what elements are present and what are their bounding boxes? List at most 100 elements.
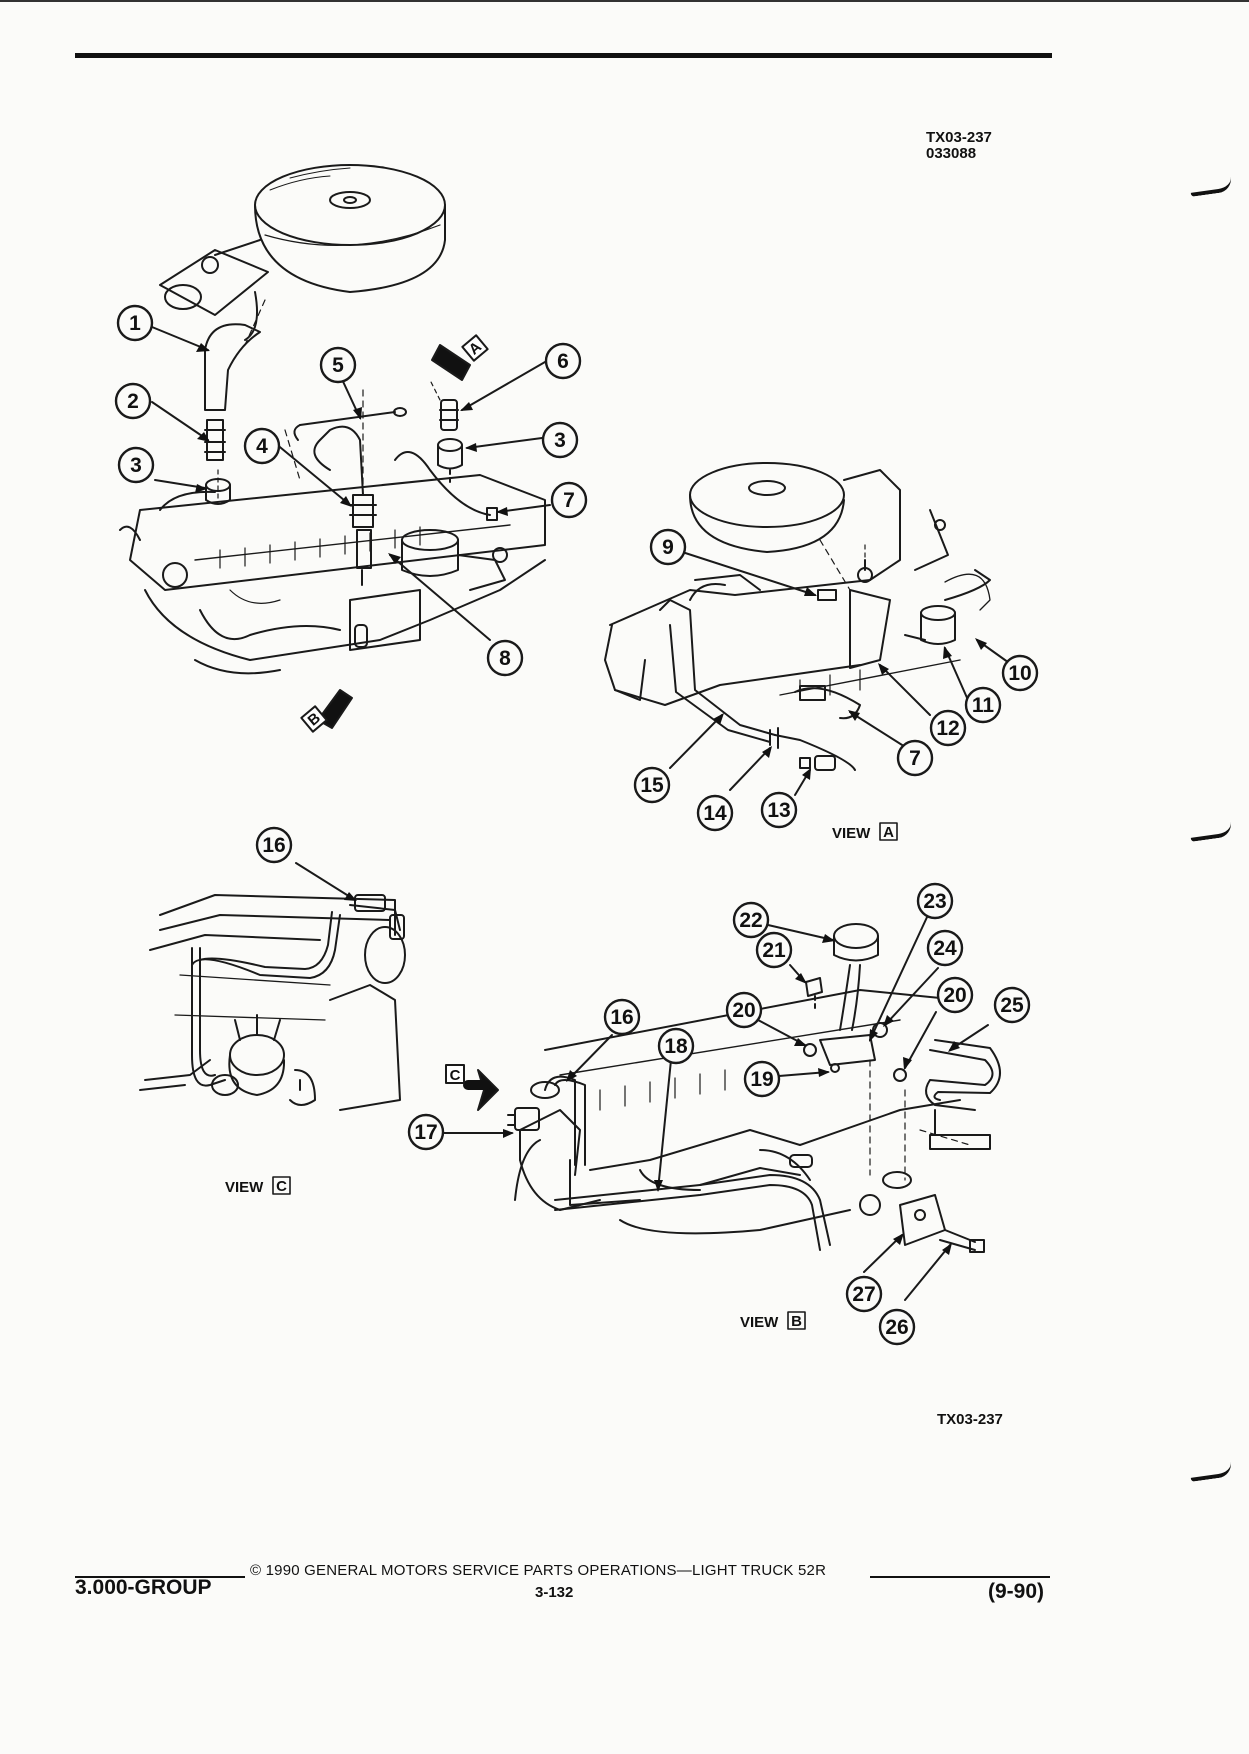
- callout-circle: [964, 686, 1002, 724]
- egr-tube: [925, 1049, 994, 1111]
- callout-number: 14: [703, 802, 727, 825]
- view-c-arrow-letter: C: [450, 1067, 461, 1084]
- callout-12: 12: [929, 709, 967, 747]
- callout-circle: [407, 1113, 445, 1151]
- callout-circle: [1001, 654, 1039, 692]
- view-a-illustration: [604, 462, 991, 771]
- callout-14: 14: [696, 794, 734, 832]
- vacuum-pipe-b: [554, 1174, 831, 1246]
- footer-page-number: 3-132: [535, 1584, 574, 1601]
- footer-copyright: © 1990 GENERAL MOTORS SERVICE PARTS OPER…: [250, 1562, 827, 1579]
- view-a-arrow-box: A: [461, 334, 489, 362]
- callout-circle: [993, 986, 1031, 1024]
- callout-number: 3: [130, 454, 142, 477]
- callout-16: 16: [255, 826, 293, 864]
- callout-number: 4: [256, 435, 268, 458]
- view-c-illustration: [139, 894, 406, 1111]
- callout-26: 26: [878, 1308, 916, 1346]
- callout-19: 19: [743, 1060, 781, 1098]
- view-b-illustration: [463, 923, 1001, 1253]
- callout-number: 18: [664, 1035, 688, 1058]
- callout-9: 9: [649, 528, 687, 566]
- callout-2: 2: [114, 382, 152, 420]
- callout-22: 22: [732, 901, 770, 939]
- callout-7: 7: [550, 481, 588, 519]
- valve-cover: [129, 474, 546, 591]
- vacuum-hose: [299, 411, 396, 426]
- callout-number: 7: [563, 489, 575, 512]
- callout-circle: [603, 998, 641, 1036]
- callout-17: 17: [407, 1113, 445, 1151]
- callout-23: 23: [916, 882, 954, 920]
- view-c-text: VIEW: [225, 1179, 264, 1196]
- callout-11: 11: [964, 686, 1002, 724]
- page-top-edge: [0, 0, 1249, 2]
- callout-circle: [319, 346, 357, 384]
- callout-24: 24: [926, 929, 964, 967]
- view-c-label: VIEW C: [225, 1176, 291, 1196]
- callout-circle: [878, 1308, 916, 1346]
- callout-1: 1: [116, 304, 154, 342]
- figure-code-line1: TX03-237: [926, 129, 992, 146]
- callout-circle: [743, 1060, 781, 1098]
- callout-circle: [896, 739, 934, 777]
- callout-8: 8: [486, 639, 524, 677]
- callout-number: 19: [750, 1068, 773, 1091]
- callout-number: 9: [662, 536, 674, 559]
- view-a-text: VIEW: [832, 825, 871, 842]
- callout-number: 26: [885, 1316, 908, 1339]
- callout-circle: [550, 481, 588, 519]
- callout-circle: [845, 1275, 883, 1313]
- callout-circle: [926, 929, 964, 967]
- callout-number: 25: [1000, 994, 1024, 1017]
- callout-number: 2: [127, 390, 139, 413]
- header-rule: [75, 53, 1052, 58]
- callout-25: 25: [993, 986, 1031, 1024]
- pcv-valve: [206, 419, 224, 461]
- pcv-hose: [204, 323, 261, 411]
- callout-number: 17: [414, 1121, 437, 1144]
- footer-rule-right: [870, 1576, 1050, 1578]
- figure-code-top: TX03-237 033088: [926, 130, 992, 162]
- callout-15: 15: [633, 766, 671, 804]
- callout-circle: [929, 709, 967, 747]
- callout-circle: [755, 931, 793, 969]
- view-b-text: VIEW: [740, 1314, 779, 1331]
- callout-circle: [633, 766, 671, 804]
- view-b-label: VIEW B: [740, 1311, 806, 1331]
- callout-number: 21: [762, 939, 786, 962]
- distributor-cap: [229, 1034, 285, 1076]
- callout-number: 12: [936, 717, 959, 740]
- callout-20: 20: [936, 976, 974, 1014]
- callout-21: 21: [755, 931, 793, 969]
- callout-number: 11: [972, 694, 995, 717]
- callout-4: 4: [243, 427, 281, 465]
- view-b-arrow-box: B: [300, 705, 328, 733]
- figure-code-line2: 033088: [926, 145, 977, 162]
- callout-number: 20: [943, 984, 966, 1007]
- callout-circle: [255, 826, 293, 864]
- pcv-valve-right: [440, 399, 458, 431]
- view-b-letter: B: [791, 1313, 802, 1330]
- mounting-bracket: [849, 589, 891, 669]
- view-a-label: VIEW A: [832, 822, 898, 842]
- filter-element: [356, 529, 372, 569]
- leader-arrowheads: [195, 343, 987, 1255]
- view-a-arrow: [431, 344, 471, 381]
- callout-6: 6: [544, 342, 582, 380]
- callout-number: 24: [933, 937, 957, 960]
- vacuum-line-c: [191, 947, 226, 1087]
- callout-16: 16: [603, 998, 641, 1036]
- egr-actuator: [833, 923, 879, 949]
- callout-circle: [116, 304, 154, 342]
- tee-fitting: [352, 494, 374, 528]
- callout-number: 20: [732, 999, 755, 1022]
- callout-7: 7: [896, 739, 934, 777]
- vacuum-pipe: [659, 599, 776, 736]
- callout-13: 13: [760, 791, 798, 829]
- callout-circle: [732, 901, 770, 939]
- callout-circle: [486, 639, 524, 677]
- callout-circle: [725, 991, 763, 1029]
